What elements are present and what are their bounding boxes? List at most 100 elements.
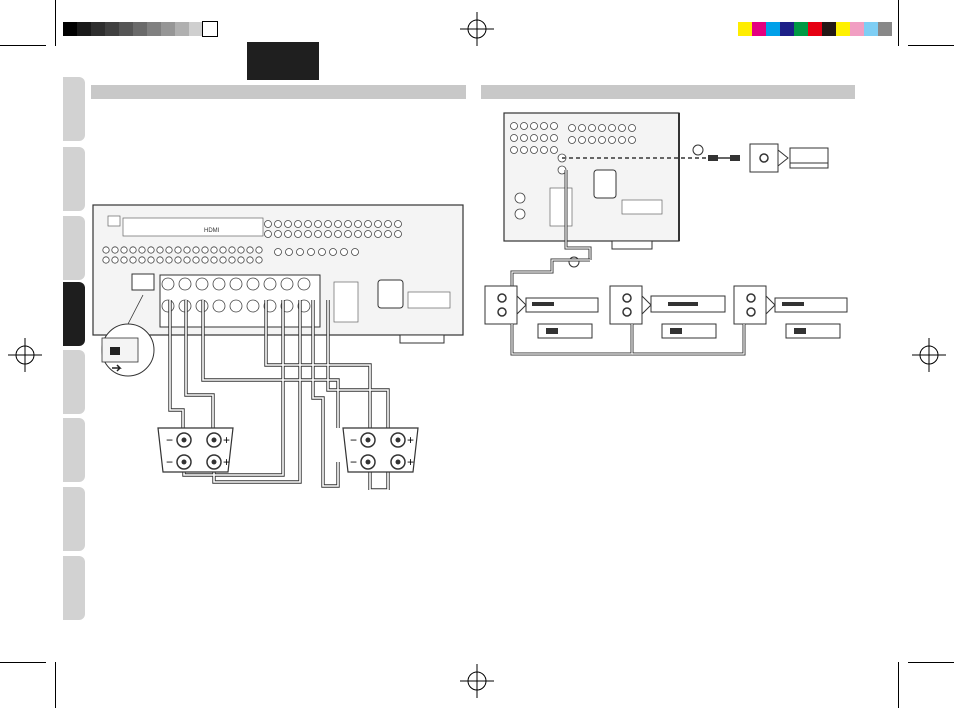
rca-jack xyxy=(212,299,226,313)
color-swatch xyxy=(766,22,780,36)
rca-jack xyxy=(550,134,558,142)
rca-jack xyxy=(274,230,282,238)
rca-jack xyxy=(178,277,192,291)
svg-text:−: − xyxy=(166,433,173,447)
color-swatch xyxy=(780,22,794,36)
rca-jack xyxy=(111,246,119,254)
rca-jack xyxy=(165,246,173,254)
rca-jack xyxy=(237,256,245,264)
svg-text:+: + xyxy=(407,433,414,447)
rca-jack xyxy=(510,134,518,142)
rca-jack xyxy=(344,220,352,228)
rca-jack xyxy=(138,256,146,264)
rca-jack xyxy=(304,230,312,238)
rca-jack xyxy=(374,230,382,238)
rca-jack xyxy=(212,277,226,291)
gray-swatch xyxy=(105,22,119,36)
rca-jack xyxy=(520,122,528,130)
rca-jack xyxy=(255,246,263,254)
rca-jack xyxy=(228,246,236,254)
rca-jack xyxy=(156,246,164,254)
left-section-header-bar xyxy=(91,85,466,99)
rca-jack xyxy=(274,248,282,256)
rca-jack xyxy=(618,136,626,144)
rca-jack xyxy=(210,256,218,264)
rca-jack xyxy=(246,299,260,313)
rca-jack xyxy=(229,277,243,291)
rca-jack xyxy=(608,124,616,132)
rca-jack xyxy=(102,246,110,254)
svg-text:+: + xyxy=(223,455,230,469)
component-connection-diagram xyxy=(484,112,848,356)
rca-jack xyxy=(618,124,626,132)
rca-jack xyxy=(578,136,586,144)
rca-jack xyxy=(161,277,175,291)
rca-jack xyxy=(284,220,292,228)
rca-jack xyxy=(588,124,596,132)
rca-jack xyxy=(374,220,382,228)
rca-jack xyxy=(138,246,146,254)
rca-jack xyxy=(514,192,526,204)
rca-jack xyxy=(237,246,245,254)
rca-jack xyxy=(156,256,164,264)
rca-jack xyxy=(296,248,304,256)
rca-jack xyxy=(550,122,558,130)
rca-jack xyxy=(255,256,263,264)
rca-jack xyxy=(192,256,200,264)
rca-jack xyxy=(120,246,128,254)
color-swatch xyxy=(864,22,878,36)
gray-swatch xyxy=(77,22,91,36)
rca-jack xyxy=(578,124,586,132)
rca-jack xyxy=(324,220,332,228)
rca-jack xyxy=(540,146,548,154)
side-tab xyxy=(63,350,85,414)
crop-mark xyxy=(55,0,56,46)
language-tab xyxy=(247,42,319,80)
rca-jack xyxy=(120,256,128,264)
rca-jack xyxy=(351,248,359,256)
color-swatch xyxy=(808,22,822,36)
rca-jack xyxy=(608,136,616,144)
crop-mark xyxy=(0,45,46,46)
source-device-2 xyxy=(609,285,726,339)
rca-jack xyxy=(102,256,110,264)
gray-swatch xyxy=(202,21,218,37)
gray-swatch xyxy=(175,22,189,36)
color-swatch xyxy=(752,22,766,36)
rca-jack xyxy=(246,277,260,291)
crop-mark xyxy=(898,662,899,708)
rca-jack xyxy=(246,246,254,254)
rca-jack xyxy=(514,208,526,220)
registration-target-icon xyxy=(460,664,494,698)
rca-jack xyxy=(598,124,606,132)
side-tab xyxy=(63,216,85,280)
rca-jack xyxy=(201,246,209,254)
gray-swatch xyxy=(91,22,105,36)
gray-swatch xyxy=(133,22,147,36)
registration-target-icon xyxy=(8,338,42,372)
receiver-rear-panel-detail xyxy=(503,112,680,242)
left-speaker-terminals: − + − + xyxy=(157,427,234,473)
rca-jack xyxy=(510,146,518,154)
crop-mark xyxy=(908,662,954,663)
rca-jack xyxy=(598,136,606,144)
rca-jack xyxy=(219,256,227,264)
rca-jack xyxy=(568,124,576,132)
rca-jack xyxy=(394,230,402,238)
hdmi-panel-label: HDMI xyxy=(204,228,220,234)
side-tab xyxy=(63,77,85,141)
rca-jack xyxy=(264,220,272,228)
registration-target-icon xyxy=(912,338,946,372)
crop-mark xyxy=(0,662,46,663)
svg-text:−: − xyxy=(166,455,173,469)
right-speaker-terminals: − + − + xyxy=(342,427,419,473)
gray-swatch xyxy=(63,22,77,36)
rca-jack xyxy=(129,246,137,254)
registration-target-icon xyxy=(460,12,494,46)
side-tab xyxy=(63,556,85,620)
svg-text:−: − xyxy=(350,455,357,469)
rca-jack xyxy=(294,220,302,228)
rca-jack xyxy=(550,146,558,154)
rca-jack xyxy=(174,246,182,254)
rca-jack xyxy=(530,134,538,142)
